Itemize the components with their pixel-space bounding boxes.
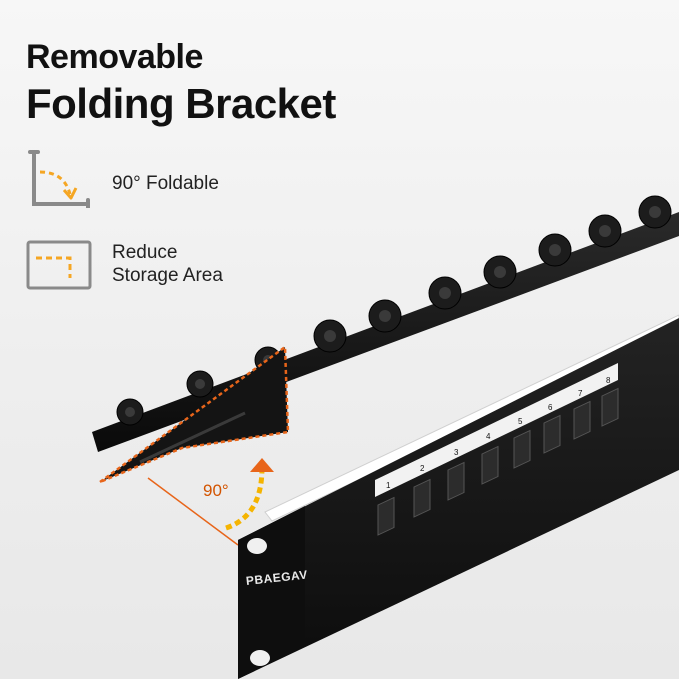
port-number-5: 5: [518, 417, 523, 426]
port-number-labels: 1 2 3 4 5 6 7 8: [386, 376, 611, 490]
mounting-ear: [238, 506, 305, 679]
folding-bracket: [99, 344, 290, 484]
feature-reduce-storage: Reduce Storage Area: [26, 236, 286, 296]
port-number-7: 7: [578, 389, 583, 398]
feature-reduce-storage-label: Reduce Storage Area: [112, 241, 223, 287]
port-number-1: 1: [386, 481, 391, 490]
cable-clip-highlights: [125, 206, 661, 417]
reduce-area-icon: [26, 240, 92, 290]
port-number-2: 2: [420, 464, 425, 473]
port-number-6: 6: [548, 403, 553, 412]
dimension-line: [147, 477, 239, 546]
feature-reduce-text-1: Reduce: [112, 242, 178, 263]
feature-foldable-label: 90° Foldable: [112, 172, 219, 195]
keystone-ports: [377, 387, 619, 536]
fold-arrow-head: [250, 458, 274, 472]
fold-arrow: [225, 467, 265, 531]
port-number-4: 4: [486, 432, 491, 441]
patch-panel-face: [238, 318, 679, 679]
panel-top-edge: [264, 314, 679, 522]
mounting-hole-bottom: [250, 650, 270, 666]
headline: Removable Folding Bracket: [26, 36, 336, 130]
port-number-8: 8: [606, 376, 611, 385]
port-number-3: 3: [454, 448, 459, 457]
feature-reduce-text-2: Storage Area: [112, 265, 223, 286]
feature-foldable: 90° Foldable: [26, 148, 286, 214]
headline-line-1: Removable: [26, 38, 203, 76]
angle-label: 90°: [203, 481, 229, 500]
fold-90-icon: [28, 150, 90, 208]
headline-line-2: Folding Bracket: [26, 80, 336, 127]
mounting-hole-top: [247, 538, 267, 554]
bracket-slot: [139, 411, 246, 464]
port-label-strip: [375, 363, 618, 497]
feature-foldable-text: 90° Foldable: [112, 173, 219, 194]
